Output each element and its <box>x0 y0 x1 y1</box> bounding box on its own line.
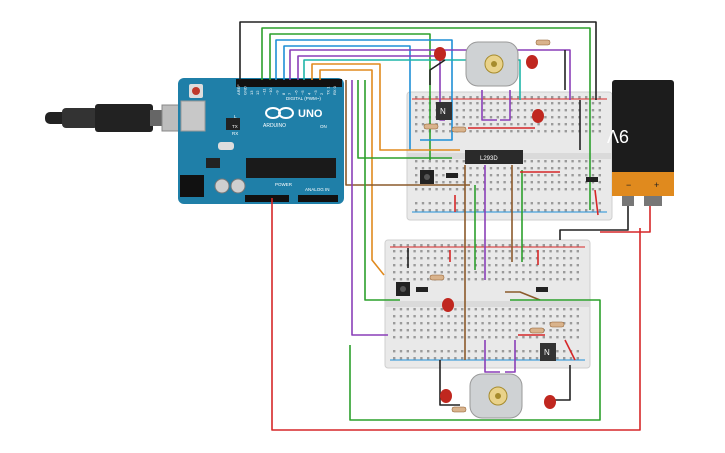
motor-bottom <box>469 373 523 419</box>
battery-voltage-label: 9V <box>607 126 629 146</box>
arduino-pin-label: 7 <box>287 92 292 95</box>
led-bottom-left <box>440 389 452 403</box>
arduino-brand-label: ARDUINO <box>263 123 286 129</box>
arduino-pin-label: TX 1 <box>326 86 331 95</box>
resistor-bottom-1 <box>451 406 467 413</box>
led-bottom-right <box>544 395 556 409</box>
battery-plus-label: + <box>654 180 659 190</box>
arduino-logo-icon <box>265 107 294 119</box>
led-bottom-center <box>442 298 454 312</box>
arduino-pin-label: GND <box>242 86 247 95</box>
resistor-top-2 <box>423 123 439 130</box>
pushbutton-top <box>420 170 434 184</box>
transistor-bottom: N <box>540 343 556 361</box>
arduino-pin-label: AREF <box>236 84 241 95</box>
power-header-label: POWER <box>275 182 293 187</box>
arduino-pin-label: ~9 <box>274 90 279 95</box>
rx-led-label: RX <box>232 131 238 136</box>
arduino-board: UNO ARDUINO DIGITAL (PWM~) ANALOG IN POW… <box>178 78 344 204</box>
breadboard-bottom-holes <box>393 244 579 360</box>
driver-chip-label: L293D <box>480 156 498 162</box>
pushbutton-bottom <box>396 282 410 296</box>
analog-header-label: ANALOG IN <box>305 187 330 192</box>
usb-cable <box>45 104 193 132</box>
motor-top <box>465 41 519 87</box>
driver-chip: L293D <box>465 150 523 164</box>
arduino-pin-label: ~11 <box>262 88 267 95</box>
arduino-pin-label: 2 <box>319 92 324 95</box>
resistor-bottom-4 <box>429 274 445 281</box>
arduino-uno-label: UNO <box>298 108 323 120</box>
arduino-pin-label: 13 <box>249 90 254 95</box>
arduino-pin-label: ~6 <box>294 90 299 95</box>
diode-top-2 <box>586 177 598 182</box>
led-top-center <box>532 109 544 123</box>
resistor-bottom-3 <box>549 321 565 328</box>
diode-bottom-2 <box>536 287 548 292</box>
led-top-right <box>526 55 538 69</box>
arduino-pin-label: 4 <box>306 92 311 95</box>
resistor-top-1 <box>535 39 551 46</box>
resistor-top-3 <box>451 126 467 133</box>
breadboard-bottom <box>384 239 591 369</box>
led-top-left <box>434 47 446 61</box>
arduino-pin-label: ~5 <box>300 90 305 95</box>
resistor-bottom-2 <box>529 327 545 334</box>
on-led-label: ON <box>320 124 327 129</box>
transistor-top-label: N <box>440 107 446 116</box>
battery-9v: 9V − + <box>607 80 674 206</box>
arduino-pin-label: RX 0 <box>332 85 337 95</box>
transistor-bottom-label: N <box>544 348 550 357</box>
arduino-pin-label: ~10 <box>268 87 273 95</box>
arduino-pin-label: 8 <box>281 92 286 95</box>
arduino-pin-label: 12 <box>255 90 260 95</box>
tx-led-label: TX <box>232 124 238 129</box>
battery-minus-label: − <box>626 180 631 190</box>
l-led-label: L <box>234 114 237 119</box>
diode-top <box>446 173 458 178</box>
arduino-pin-label: ~3 <box>313 90 318 95</box>
transistor-top: N <box>436 102 452 120</box>
diode-bottom <box>416 287 428 292</box>
digital-header-label: DIGITAL (PWM~) <box>286 96 321 101</box>
